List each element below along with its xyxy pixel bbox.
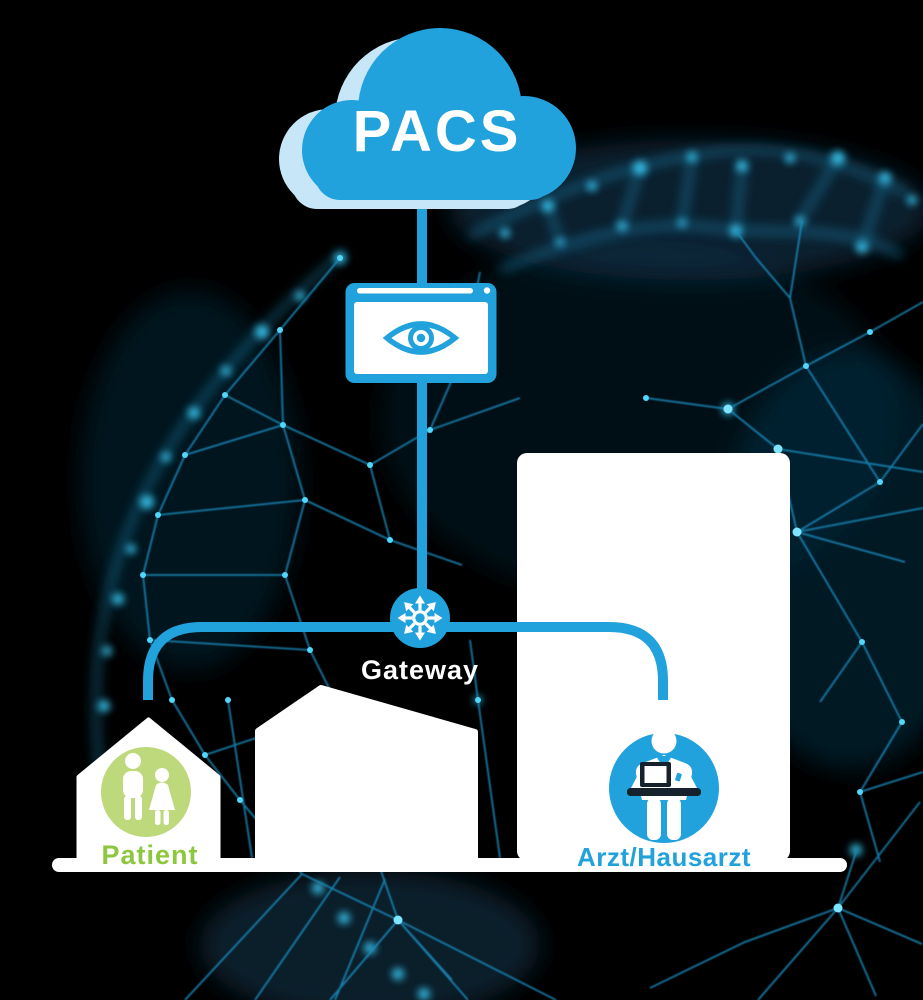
doctor-label: Arzt/Hausarzt xyxy=(577,842,751,872)
address-bar xyxy=(357,288,473,294)
window-button-icon xyxy=(483,287,491,294)
plexus-nodes xyxy=(140,255,905,925)
family-couple-icon xyxy=(123,753,175,825)
tall-building-icon xyxy=(517,453,790,861)
doctor-node: Arzt/Hausarzt xyxy=(577,728,751,872)
viewer-window-node xyxy=(345,283,497,383)
eye-icon xyxy=(382,321,460,355)
gateway-node: Gateway xyxy=(361,588,479,685)
buildings-layer xyxy=(52,453,847,872)
doctor-with-laptop-icon xyxy=(627,728,701,840)
laptop-base-icon xyxy=(627,788,701,796)
patient-node: Patient xyxy=(101,747,198,870)
pacs-label: PACS xyxy=(353,99,522,164)
patient-circle xyxy=(101,747,191,837)
gateway-label: Gateway xyxy=(361,655,479,685)
pacs-cloud-node: PACS xyxy=(279,28,576,209)
ground-line xyxy=(52,858,847,872)
patient-label: Patient xyxy=(101,840,198,870)
crossroads-router-icon xyxy=(397,595,443,641)
